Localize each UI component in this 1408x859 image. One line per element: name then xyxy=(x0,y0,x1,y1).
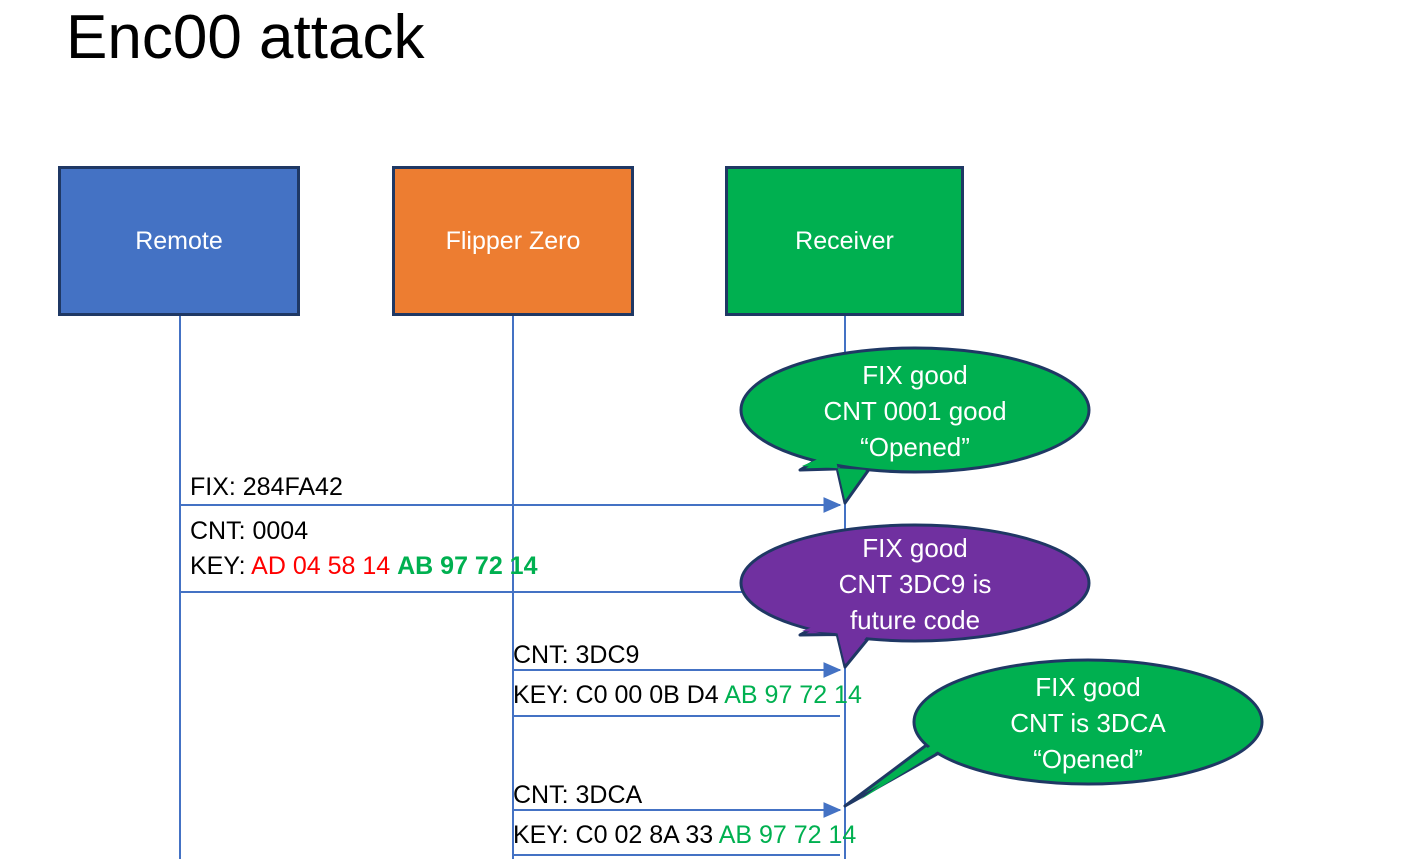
message-label-key-2: KEY: C0 00 0B D4 AB 97 72 14 xyxy=(513,681,862,711)
actor-label-remote: Remote xyxy=(135,226,223,255)
key-2-prefix: KEY: C0 00 0B D4 xyxy=(513,681,725,709)
message-label-fix-1: FIX: 284FA42 xyxy=(190,473,343,501)
page-title: Enc00 attack xyxy=(66,3,425,72)
callout-2-shape xyxy=(739,523,1091,669)
actor-box-remote[interactable]: Remote xyxy=(58,166,300,316)
key-1-old-bytes: AD 04 58 14 xyxy=(251,552,391,580)
message-label-cnt-3: CNT: 3DCA xyxy=(513,781,643,809)
key-2-new-bytes: AB 97 72 14 xyxy=(724,681,862,709)
actor-box-flipper[interactable]: Flipper Zero xyxy=(392,166,634,316)
message-label-cnt-2: CNT: 3DC9 xyxy=(513,641,640,669)
actor-box-receiver[interactable]: Receiver xyxy=(725,166,964,316)
key-3-prefix: KEY: C0 02 8A 33 xyxy=(513,821,719,849)
key-1-new-bytes: AB 97 72 14 xyxy=(397,552,538,580)
message-label-key-1: KEY: AD 04 58 14 AB 97 72 14 xyxy=(190,552,538,582)
actor-label-flipper: Flipper Zero xyxy=(445,226,581,255)
actor-label-receiver: Receiver xyxy=(795,226,894,255)
key-3-new-bytes: AB 97 72 14 xyxy=(718,821,857,849)
callout-3-shape xyxy=(843,658,1264,808)
message-label-key-3: KEY: C0 02 8A 33 AB 97 72 14 xyxy=(513,821,856,851)
message-label-cnt-1: CNT: 0004 xyxy=(190,517,309,545)
key-1-prefix: KEY: xyxy=(190,552,252,580)
callout-1-shape xyxy=(739,346,1091,505)
